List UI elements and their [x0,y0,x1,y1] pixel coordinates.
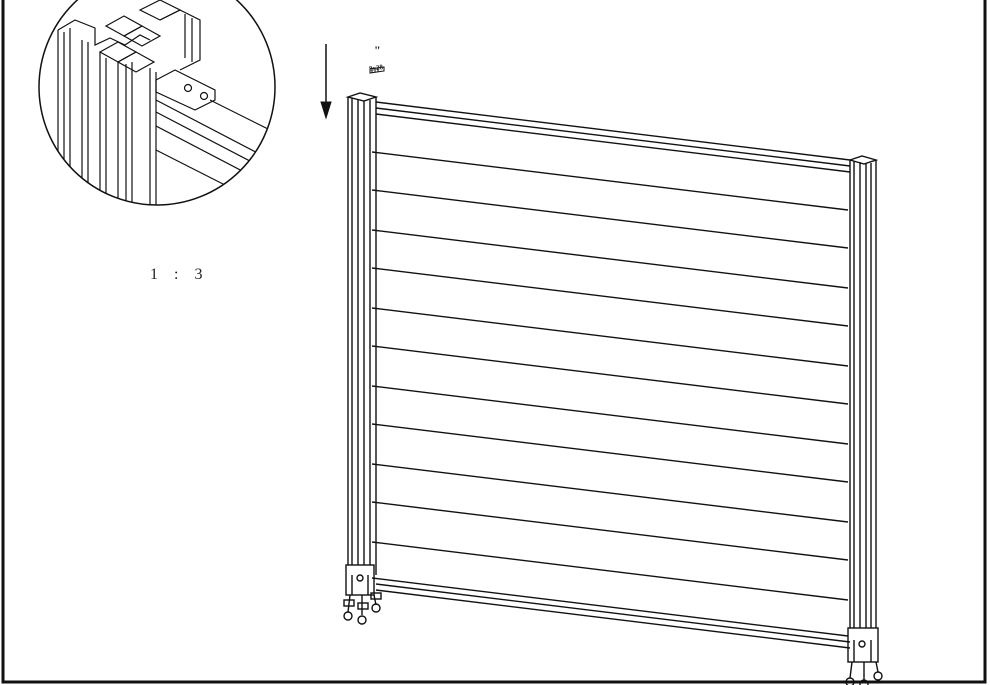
scale-label: 1 : 3 [150,266,209,283]
quantity-mark: " [374,43,381,57]
fence-panel [343,92,883,685]
screw-icon [369,66,385,74]
right-post [845,155,883,685]
detail-magnifier [38,0,276,206]
down-arrow-icon [320,44,332,120]
left-post [343,92,382,625]
